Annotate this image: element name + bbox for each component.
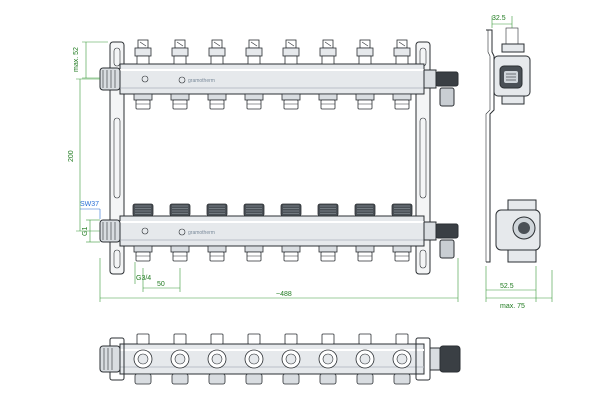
right-end-fitting-bottom — [423, 221, 459, 259]
side-view: 32.5 52.5 max. 75 — [485, 15, 553, 310]
top-outlet — [355, 333, 375, 385]
logo-text: gramotherm — [188, 78, 215, 84]
flow-meter-icon — [354, 203, 376, 217]
outlet — [244, 39, 264, 110]
flow-meter-icon — [317, 203, 339, 217]
left-inlet-bottom — [99, 219, 121, 243]
return-bar — [119, 215, 425, 247]
top-outlet — [281, 333, 301, 385]
top-outlet — [207, 333, 227, 385]
outlet — [170, 39, 190, 110]
logo-text: gramotherm — [188, 230, 215, 236]
flow-meter — [206, 203, 228, 262]
flow-meter — [317, 203, 339, 262]
dim-50: 50 — [157, 281, 165, 288]
top-outlet — [133, 333, 153, 385]
dim-sw37: SW37 — [80, 201, 99, 208]
dim-max-75: max. 75 — [500, 303, 525, 310]
top-outlet — [318, 333, 338, 385]
logo-icon — [178, 228, 186, 236]
outlet — [207, 39, 227, 110]
flow-meter-icon — [206, 203, 228, 217]
supply-bar — [119, 63, 425, 95]
flow-meter-icon — [169, 203, 191, 217]
air-vent-marker — [141, 75, 149, 83]
outlet — [281, 39, 301, 110]
flow-meter — [391, 203, 413, 262]
front-view: gramotherm gramotherm — [68, 39, 459, 302]
top-view-body — [119, 343, 425, 375]
dim-g1: G1 — [82, 227, 89, 236]
dim-g34: G3/4 — [136, 275, 151, 282]
top-view — [99, 333, 461, 385]
outlet — [392, 39, 412, 110]
logo-icon — [178, 76, 186, 84]
side-bottom-assembly — [495, 199, 541, 263]
flow-meter — [354, 203, 376, 262]
outlet-group — [132, 39, 413, 262]
flow-meter-icon — [132, 203, 154, 217]
dim-32-5: 32.5 — [492, 15, 506, 22]
left-inlet-top — [99, 67, 121, 91]
dim-max-52: max. 52 — [73, 47, 80, 72]
flow-meter — [169, 203, 191, 262]
flow-meter-icon — [391, 203, 413, 217]
dim-200: 200 — [68, 150, 75, 162]
air-vent-marker — [141, 227, 149, 235]
dim-52-5: 52.5 — [500, 283, 514, 290]
right-end-fitting-top — [423, 69, 459, 107]
flow-meter — [280, 203, 302, 262]
flow-meter — [132, 203, 154, 262]
flow-meter — [243, 203, 265, 262]
dimension-lines: max. 52 200 SW37 G1 G3/4 50 — [68, 41, 459, 302]
flow-meter-icon — [243, 203, 265, 217]
top-outlet — [244, 333, 264, 385]
flow-meter-icon — [280, 203, 302, 217]
side-top-assembly — [493, 27, 531, 105]
outlet — [318, 39, 338, 110]
top-outlet — [392, 333, 412, 385]
outlet — [133, 39, 153, 110]
top-outlet-group — [133, 333, 412, 385]
dim-488: ~488 — [276, 291, 292, 298]
outlet — [355, 39, 375, 110]
top-outlet — [170, 333, 190, 385]
